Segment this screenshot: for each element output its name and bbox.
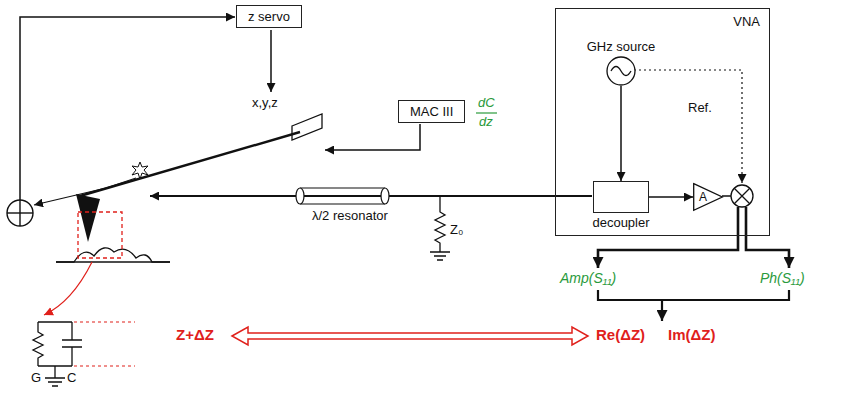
- amp-wire: [722, 195, 731, 197]
- sine-symbol: [611, 67, 631, 76]
- laser-star: [132, 162, 148, 179]
- part-name: λ/2 resonator: [312, 208, 388, 223]
- laser-beam: [106, 178, 136, 188]
- phase-output: [746, 207, 789, 268]
- resistor-symbol: [435, 196, 445, 252]
- reflected-beam: [34, 188, 106, 205]
- coax-end: [296, 188, 304, 204]
- decoupler-box: decoupler: [593, 181, 649, 213]
- sample-surface: [56, 248, 170, 262]
- dotted-guide: [74, 365, 135, 366]
- zoom-arrow: [44, 262, 92, 315]
- probe-tip: [76, 194, 100, 242]
- source-symbol: [583, 56, 659, 86]
- source-symbol: GHz source: [583, 39, 659, 86]
- capacitor-symbol: [62, 322, 82, 366]
- ground-symbol: [430, 252, 450, 260]
- source-circle: [607, 57, 635, 85]
- servo-wire: [270, 30, 272, 92]
- axis-label: x,y,z: [252, 95, 278, 110]
- fraction-bar: [476, 112, 497, 113]
- node-label: decoupler: [592, 215, 649, 230]
- combine-bracket: [598, 290, 789, 300]
- signal-name: Ref.: [688, 100, 712, 115]
- node-label: z servo: [248, 9, 290, 24]
- decoupler-outline: [593, 181, 649, 213]
- cantilever-holder: [292, 114, 322, 140]
- mixer-cross: [734, 188, 750, 204]
- amplifier-outline: [693, 183, 723, 211]
- amplifier-symbol: A: [693, 183, 723, 211]
- load-resistor: [430, 196, 450, 260]
- impedance-label: Im(ΔZ): [668, 326, 715, 343]
- amplifier-triangle: [694, 184, 723, 211]
- circuit-wire: [38, 321, 72, 322]
- transmission-line: [150, 195, 592, 197]
- mixer-symbol: [731, 185, 753, 207]
- vna-panel: VNA GHz source decoupler A: [555, 8, 770, 236]
- signal-name: Ph(S₁₁): [760, 270, 805, 286]
- feedback-wire: [20, 17, 235, 200]
- signal-wire: [649, 196, 693, 198]
- mixer-circle: [731, 185, 753, 207]
- impedance-label: Z+ΔZ: [176, 326, 214, 343]
- dotted-guide: [74, 321, 135, 322]
- node-label: GHz source: [583, 39, 659, 54]
- component-label: G: [31, 370, 41, 385]
- reference-line: [634, 70, 742, 183]
- combine-arrow: [661, 300, 663, 321]
- coax-resonator: [296, 188, 389, 204]
- node-label: VNA: [733, 14, 760, 29]
- photodiode: [7, 200, 33, 226]
- photodiode-split: [19, 200, 20, 226]
- servo-box: z servo: [236, 5, 302, 28]
- zoom-box: [78, 212, 122, 258]
- controller-box: MAC III: [398, 100, 465, 123]
- coax-end: [381, 188, 389, 204]
- sample-base: [56, 261, 170, 262]
- equivalence-arrow: [232, 327, 588, 345]
- signal-name: dC: [478, 95, 495, 110]
- signal-name: dz: [479, 114, 493, 129]
- ground-symbol: [45, 366, 65, 386]
- mac-wire: [325, 124, 420, 150]
- photodiode-body: [7, 200, 33, 226]
- impedance-label: Z₀: [450, 222, 463, 237]
- component-label: C: [67, 370, 76, 385]
- resistor-symbol: [33, 322, 43, 366]
- impedance-label: Re(ΔZ): [596, 326, 645, 343]
- coax-body: [300, 188, 385, 204]
- node-label: A: [699, 189, 707, 205]
- node-label: MAC III: [410, 104, 453, 119]
- signal-wire: [620, 86, 622, 181]
- signal-name: Amp(S₁₁): [560, 270, 616, 286]
- cantilever: [80, 132, 300, 196]
